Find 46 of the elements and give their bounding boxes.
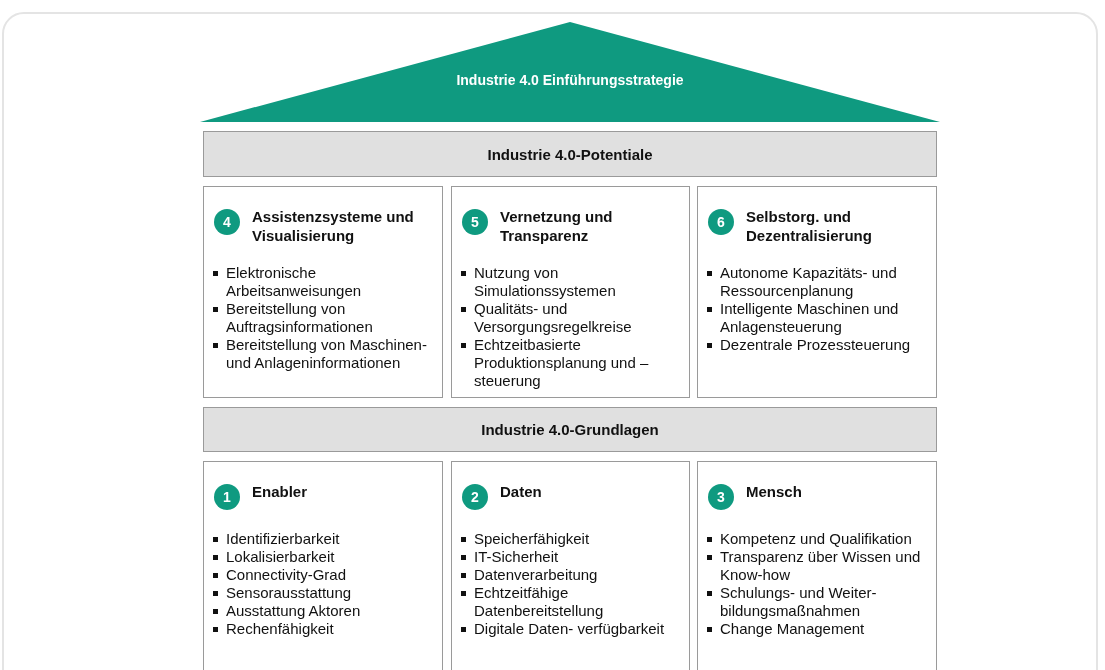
- pillar-panel: [203, 186, 443, 398]
- bullet-item: Autonome Kapazitäts- und Ressourcenplanung: [706, 264, 932, 300]
- bullet-item: Datenverarbeitung: [460, 566, 685, 584]
- bullet-item: Identifizierbarkeit: [212, 530, 438, 548]
- bullet-item: Kompetenz und Qualifikation: [706, 530, 932, 548]
- number-badge: 5: [462, 209, 488, 235]
- bullet-item: Ausstattung Aktoren: [212, 602, 438, 620]
- pillar-panel: [697, 461, 937, 670]
- bullet-item: Echtzeitbasierte Produktionsplanung und –steuerung: [460, 336, 685, 390]
- bullet-item: Echtzeitfähige Datenbereitstellung: [460, 584, 685, 620]
- bullet-item: Schulungs- und Weiter- bildungsmaßnahmen: [706, 584, 932, 620]
- pillar-heading: Mensch: [746, 482, 803, 501]
- bullet-item: Bereitstellung von Auftragsinformationen: [212, 300, 438, 336]
- pillar-heading: Enabler: [252, 482, 309, 501]
- bullet-item: Intelligente Maschinen und Anlagensteuerung: [706, 300, 932, 336]
- pillar-heading: Assistenzsysteme und Visualisierung: [252, 207, 415, 245]
- number-badge: 1: [214, 484, 240, 510]
- bullet-item: Qualitäts- und Versorgungsregelkreise: [460, 300, 685, 336]
- pillar-heading: Daten: [500, 482, 543, 501]
- bullet-item: Sensorausstattung: [212, 584, 438, 602]
- pillar-panel: [451, 461, 690, 670]
- bullet-item: Dezentrale Prozessteuerung: [706, 336, 932, 354]
- pillar-heading: Selbstorg. und Dezentralisierung: [746, 207, 873, 245]
- roof-title: Industrie 4.0 Einführungsstrategie: [455, 72, 685, 88]
- bullet-item: Nutzung von Simulationssystemen: [460, 264, 685, 300]
- bullet-item: Speicherfähigkeit: [460, 530, 685, 548]
- number-badge: 4: [214, 209, 240, 235]
- pillar-panel: [697, 186, 937, 398]
- bullet-item: Elektronische Arbeitsanweisungen: [212, 264, 438, 300]
- number-badge: 6: [708, 209, 734, 235]
- number-badge: 3: [708, 484, 734, 510]
- pillar-panel: [451, 186, 690, 398]
- bullet-item: Digitale Daten- verfügbarkeit: [460, 620, 685, 638]
- roof-shape: [200, 22, 940, 122]
- bullet-item: Transparenz über Wissen und Know-how: [706, 548, 932, 584]
- number-badge: 2: [462, 484, 488, 510]
- bullet-item: Bereitstellung von Maschinen- und Anlageninformationen: [212, 336, 438, 372]
- pillar-heading: Vernetzung und Transparenz: [500, 207, 614, 245]
- pillar-panel: [203, 461, 443, 670]
- bullet-item: Connectivity-Grad: [212, 566, 438, 584]
- bullet-item: Rechenfähigkeit: [212, 620, 438, 638]
- section-band: Industrie 4.0-Potentiale: [203, 131, 937, 177]
- section-band: Industrie 4.0-Grundlagen: [203, 407, 937, 452]
- bullet-item: IT-Sicherheit: [460, 548, 685, 566]
- bullet-item: Lokalisierbarkeit: [212, 548, 438, 566]
- bullet-item: Change Management: [706, 620, 932, 638]
